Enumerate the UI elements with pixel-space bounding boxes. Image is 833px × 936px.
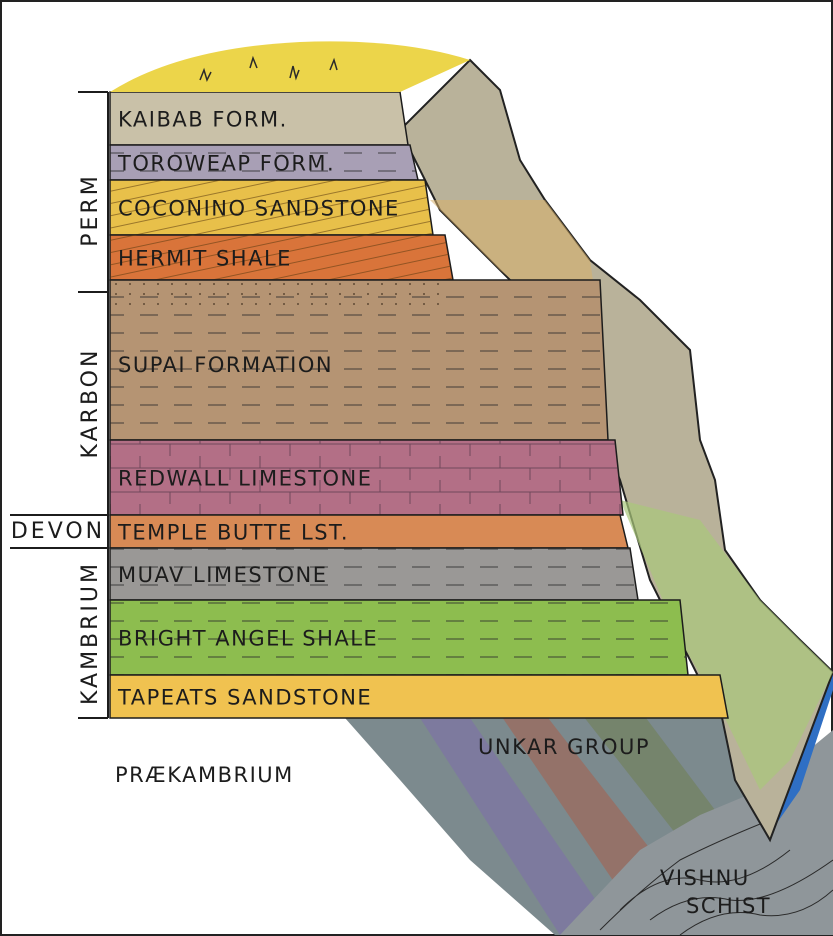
formation-label-redwall: REDWALL LIMESTONE bbox=[118, 467, 373, 491]
vishnu-label-line2: SCHIST bbox=[686, 894, 771, 918]
formation-label-toroweap: TOROWEAP FORM. bbox=[117, 152, 335, 176]
period-label-kambrium: KAMBRIUM bbox=[78, 561, 103, 705]
period-label-devon: DEVON bbox=[11, 519, 105, 544]
formation-label-hermit: HERMIT SHALE bbox=[118, 247, 292, 271]
supai-dot-texture bbox=[112, 282, 442, 312]
formation-label-bright_angel: BRIGHT ANGEL SHALE bbox=[118, 627, 378, 651]
formation-label-temple_butte: TEMPLE BUTTE LST. bbox=[117, 521, 349, 545]
formation-label-coconino: COCONINO SANDSTONE bbox=[118, 197, 400, 221]
period-label-karbon: KARBON bbox=[78, 348, 103, 459]
period-label-perm: PERM bbox=[78, 173, 103, 246]
formation-label-tapeats: TAPEATS SANDSTONE bbox=[117, 686, 372, 710]
prekambrium-label: PRÆKAMBRIUM bbox=[115, 763, 294, 787]
formation-label-supai: SUPAI FORMATION bbox=[118, 353, 333, 377]
formation-label-kaibab: KAIBAB FORM. bbox=[118, 108, 288, 132]
unkar-group-label: UNKAR GROUP bbox=[478, 735, 650, 759]
vishnu-label-line1: VISHNU bbox=[660, 866, 750, 890]
formation-label-muav: MUAV LIMESTONE bbox=[118, 563, 328, 587]
